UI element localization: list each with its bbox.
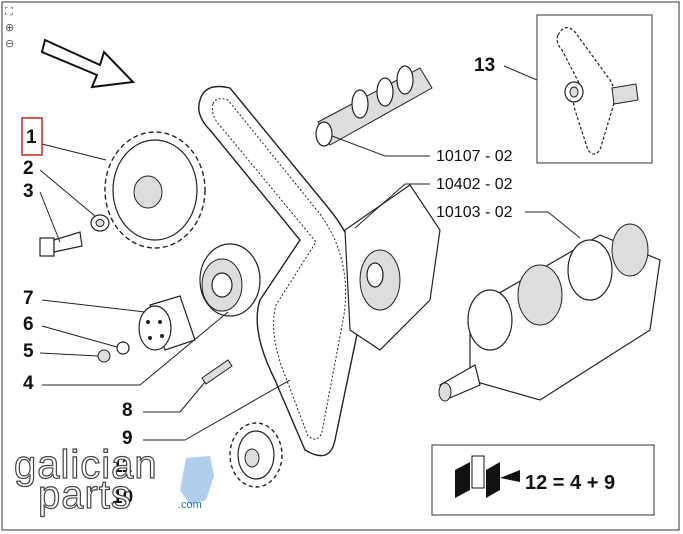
- map-shape: [180, 456, 214, 505]
- label-10[interactable]: 10: [112, 487, 133, 508]
- label-2[interactable]: 2: [23, 158, 34, 179]
- label-4[interactable]: 4: [23, 373, 34, 394]
- idler-bearing[interactable]: [138, 295, 196, 351]
- svg-text:parts: parts: [38, 473, 132, 517]
- bolt[interactable]: [39, 231, 83, 257]
- label-7[interactable]: 7: [23, 288, 34, 309]
- tensioner-pulley[interactable]: [199, 243, 261, 317]
- galicianparts-logo: galician parts .com: [13, 442, 214, 518]
- crankshaft[interactable]: [438, 223, 661, 402]
- kit-parts-icon: [455, 455, 520, 498]
- nut[interactable]: [97, 349, 111, 363]
- zoom-out-icon[interactable]: ⊖: [5, 37, 15, 50]
- label-6[interactable]: 6: [23, 314, 34, 335]
- kit-formula-box: 12 = 4 + 9: [431, 444, 655, 516]
- label-9[interactable]: 9: [122, 428, 133, 449]
- ref-camshaft[interactable]: 10107 - 02: [436, 148, 513, 165]
- leader-lines: [39, 65, 581, 441]
- stud[interactable]: [201, 359, 233, 385]
- svg-text:.com: .com: [178, 499, 202, 511]
- highlight-box: [21, 117, 43, 156]
- engine-block[interactable]: [344, 184, 441, 351]
- timing-belt[interactable]: [198, 85, 363, 457]
- label-13[interactable]: 13: [474, 55, 495, 76]
- label-11[interactable]: 11: [112, 456, 133, 477]
- fit-screen-icon[interactable]: ⛶: [5, 5, 13, 18]
- camshaft[interactable]: [315, 65, 433, 147]
- crankshaft-sprocket[interactable]: [229, 422, 283, 488]
- label-3[interactable]: 3: [23, 181, 34, 202]
- label-8[interactable]: 8: [122, 400, 133, 421]
- camshaft-sprocket[interactable]: [104, 131, 206, 249]
- rotation-arrow-icon: [40, 38, 136, 89]
- svg-text:galician: galician: [14, 443, 158, 487]
- kit-formula: 12 = 4 + 9: [525, 472, 615, 494]
- zoom-in-icon[interactable]: ⊕: [5, 21, 15, 34]
- ref-crankshaft[interactable]: 10103 - 02: [436, 204, 513, 221]
- ref-engine-block[interactable]: 10402 - 02: [436, 176, 513, 193]
- belt-kit-inset[interactable]: [536, 14, 653, 164]
- label-1[interactable]: 1: [26, 127, 37, 148]
- seal-washer[interactable]: [116, 341, 130, 355]
- washer-hole: [95, 219, 105, 227]
- label-5[interactable]: 5: [23, 341, 34, 362]
